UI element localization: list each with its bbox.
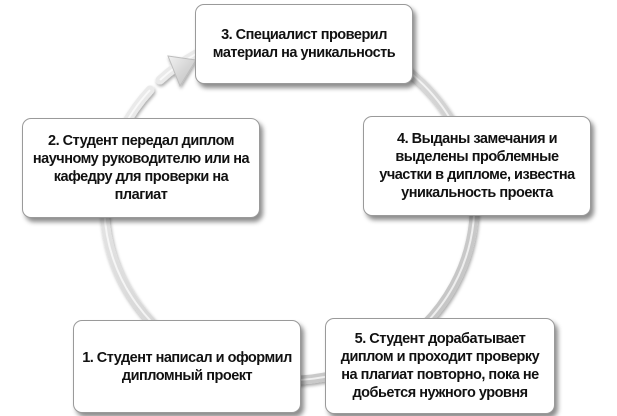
step-box-5: 5. Студент дорабатывает диплом и проходи…	[325, 318, 555, 414]
step-text-4: 4. Выданы замечания и выделены проблемны…	[379, 131, 575, 201]
step-text-3: 3. Специалист проверил материал на уника…	[212, 27, 396, 61]
step-text-1: 1. Студент написал и оформил дипломный п…	[82, 349, 292, 384]
step-box-3: 3. Специалист проверил материал на уника…	[195, 4, 413, 84]
step-box-1: 1. Студент написал и оформил дипломный п…	[73, 320, 301, 413]
cycle-arrow-head	[167, 55, 197, 88]
step-box-4: 4. Выданы замечания и выделены проблемны…	[363, 116, 591, 216]
step-box-2: 2. Студент передал диплом научному руков…	[22, 118, 260, 218]
step-text-2: 2. Студент передал диплом научному руков…	[32, 133, 250, 203]
step-text-5: 5. Студент дорабатывает диплом и проходи…	[340, 331, 540, 401]
